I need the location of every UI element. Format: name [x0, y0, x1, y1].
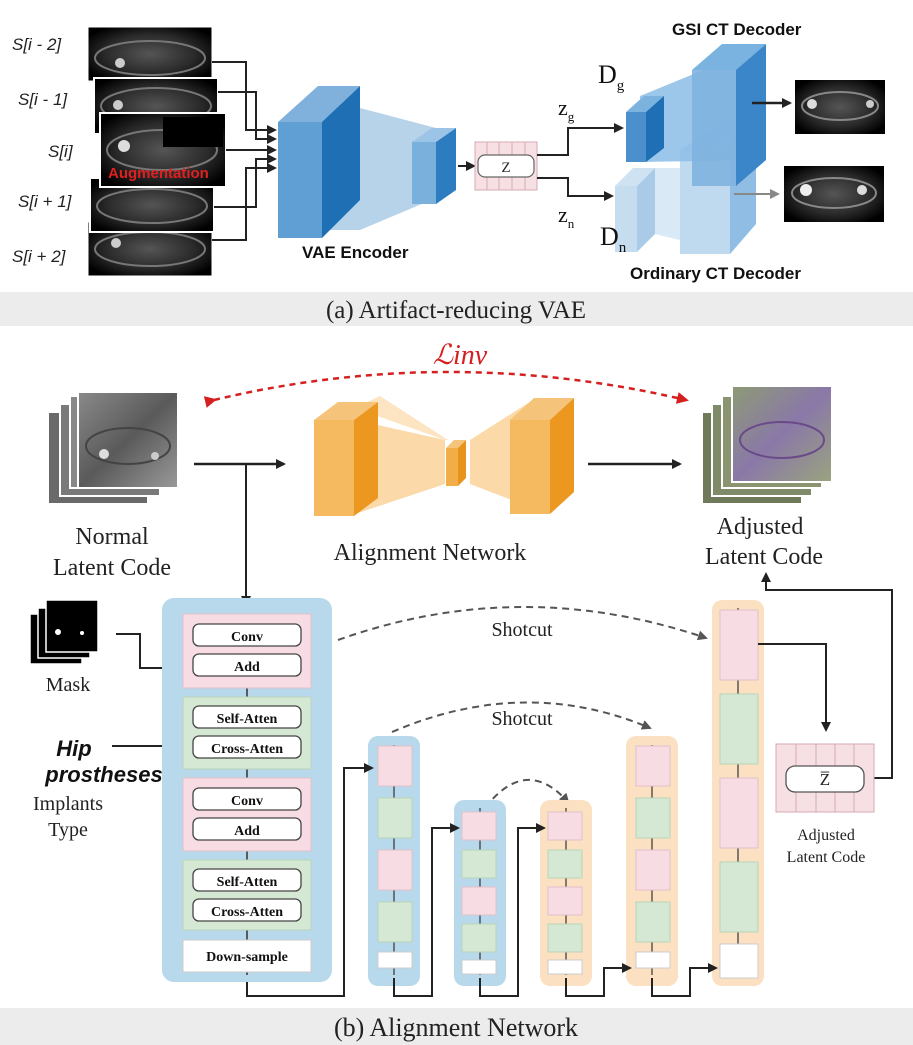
mask-label: Mask [46, 674, 90, 696]
unet-decoder-block-2 [626, 736, 678, 986]
caption-a: (a) Artifact-reducing VAE [326, 297, 586, 324]
slice-label: S[i - 2] [12, 35, 62, 54]
shortcut-arc-1 [337, 606, 708, 641]
cross-atten-label: Cross-Atten [211, 742, 283, 757]
unet-connections [246, 572, 893, 997]
zn-label: zn [558, 202, 575, 231]
zn-arrow [537, 177, 614, 201]
gsi-output-image [795, 80, 885, 134]
unet-decoder-block-3 [712, 600, 764, 986]
ct-slice-stack: Augmentation [87, 26, 227, 277]
implants-label-1: Implants [33, 793, 103, 815]
unet-encoder-block-2 [368, 736, 420, 986]
hip-label-2: prostheses [44, 762, 162, 787]
gsi-decoder-label: GSI CT Decoder [672, 20, 802, 39]
part-b: ℒinv Normal Latent Code [0, 340, 913, 1045]
shortcut-arc-2 [391, 701, 652, 733]
shortcut-arc-3 [484, 778, 570, 809]
add-label: Add [234, 824, 260, 839]
zbar-label: Z̅ [820, 770, 830, 789]
slice-to-encoder-arrows [212, 61, 277, 241]
hip-label-1: Hip [56, 736, 91, 761]
unet-encoder-block-3 [454, 800, 506, 986]
latent-z: Z [474, 141, 538, 191]
alignment-network-label: Alignment Network [334, 540, 527, 566]
latent-z-label: Z [501, 160, 510, 176]
ordinary-decoder-label: Ordinary CT Decoder [630, 264, 801, 283]
unet-decoder-block-1 [540, 800, 592, 986]
dn-label: Dn [600, 222, 627, 256]
ordinary-ct-decoder: Ordinary CT Decoder [615, 118, 801, 283]
adjusted-latent-label-1: Adjusted [717, 514, 804, 540]
adjusted-latent-label-2: Latent Code [705, 544, 823, 570]
caption-b: (b) Alignment Network [334, 1013, 578, 1042]
gsi-ct-decoder: GSI CT Decoder [626, 20, 802, 186]
slice-label: S[i + 2] [12, 247, 67, 266]
caption-band-a [0, 292, 913, 326]
dg-label: Dg [598, 60, 625, 94]
loss-arc [203, 370, 689, 408]
mask-to-unet-arrow [116, 633, 184, 673]
slice-label: S[i] [48, 142, 74, 161]
adjusted-latent-stack [701, 385, 833, 505]
encoder-label: VAE Encoder [302, 243, 409, 262]
self-atten-label: Self-Atten [217, 712, 278, 727]
adjusted-code-label-2: Latent Code [787, 849, 866, 866]
conv-label: Conv [231, 630, 263, 645]
down-sample-label: Down-sample [206, 950, 288, 965]
self-atten-label: Self-Atten [217, 875, 278, 890]
add-label: Add [234, 660, 260, 675]
slice-label: S[i + 1] [18, 192, 73, 211]
cross-atten-label: Cross-Atten [211, 905, 283, 920]
unet-encoder-block-1: Conv Add Self-Atten Cross-Atten Conv Add… [162, 598, 332, 982]
ordinary-output-image [784, 166, 884, 222]
augmentation-label: Augmentation [108, 165, 209, 182]
caption-band-b [0, 1008, 913, 1045]
slice-label: S[i - 1] [18, 90, 68, 109]
vae-encoder: VAE Encoder [278, 86, 456, 262]
shortcut-label-2: Shotcut [491, 708, 553, 730]
alignment-network-shape [314, 396, 574, 516]
part-a: S[i - 2] S[i - 1] S[i] S[i + 1] S[i + 2]… [0, 20, 913, 326]
mask-stack [29, 599, 99, 665]
normal-latent-label-1: Normal [75, 524, 149, 550]
normal-latent-stack [47, 391, 179, 505]
zg-label: zg [558, 95, 575, 124]
implants-label-2: Type [48, 819, 88, 841]
normal-latent-label-2: Latent Code [53, 555, 171, 581]
zg-arrow [537, 123, 624, 156]
adjusted-code-label-1: Adjusted [797, 827, 855, 844]
adjusted-latent-zbar: Z̅ [775, 743, 875, 813]
shortcut-label-1: Shotcut [491, 619, 553, 641]
loss-label: ℒinv [433, 340, 488, 371]
conv-label: Conv [231, 794, 263, 809]
